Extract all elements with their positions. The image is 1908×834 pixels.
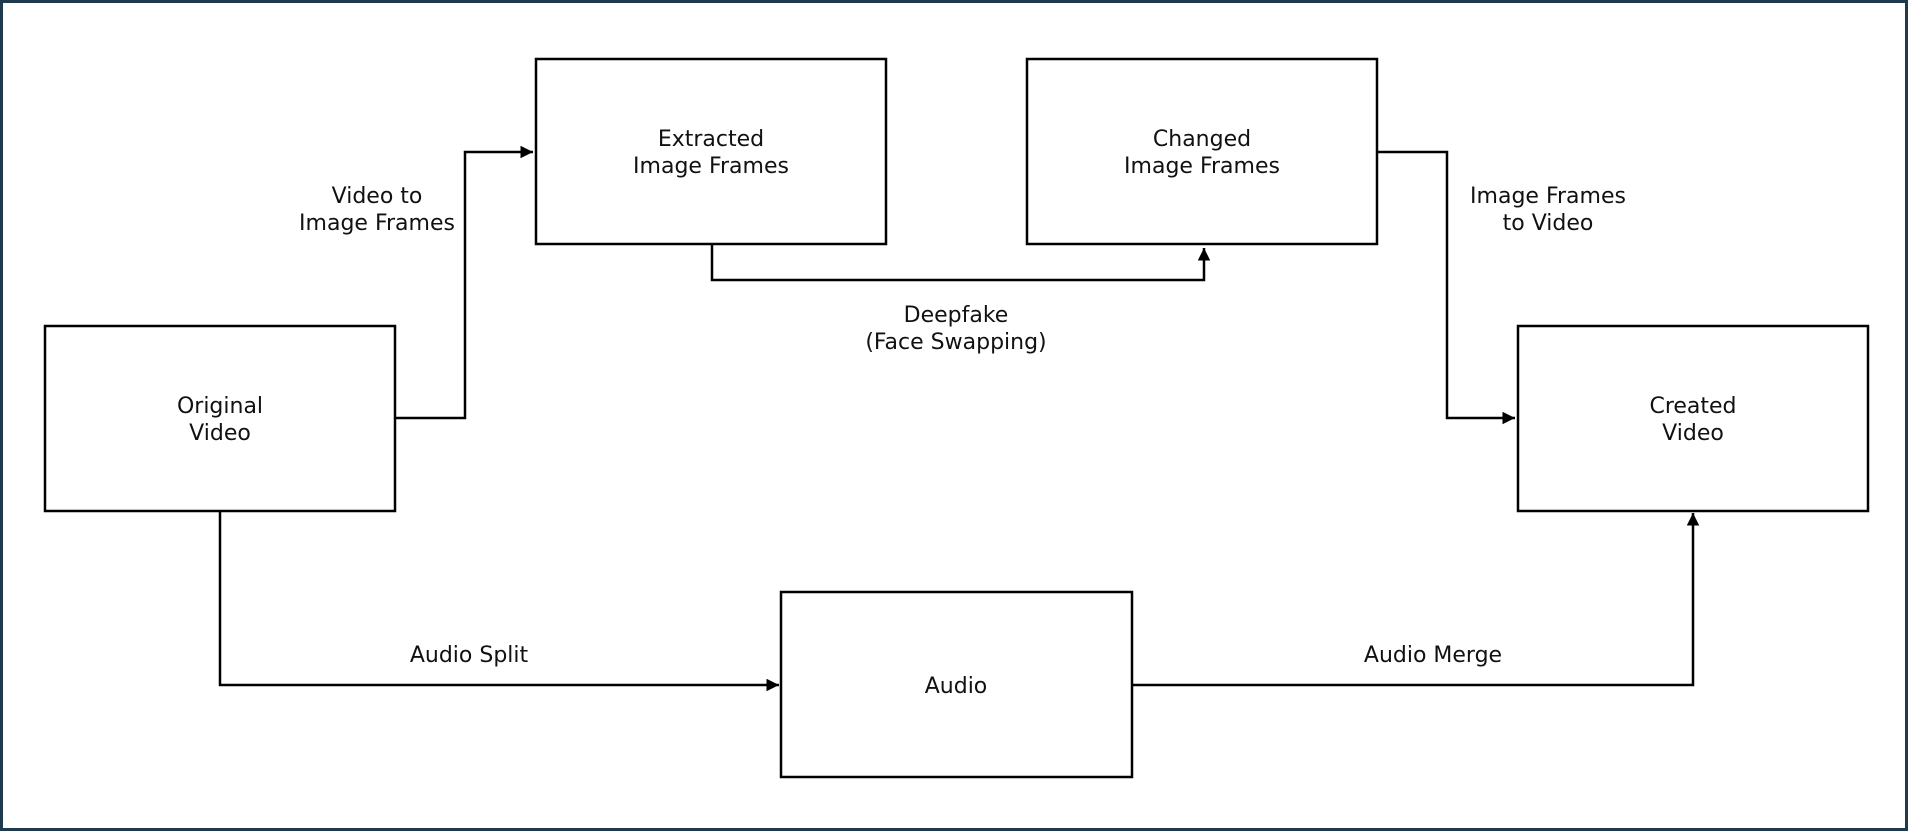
- node-changed-frames: Changed Image Frames: [1025, 57, 1379, 246]
- edge-frames-to-video: [1376, 150, 1515, 425]
- edge-label-deepfake: Deepfake (Face Swapping): [865, 303, 1046, 355]
- node-audio: Audio: [779, 590, 1134, 779]
- edge-audio-split: [218, 511, 779, 692]
- node-label-line: Created: [1649, 394, 1736, 419]
- node-original-video: Original Video: [43, 324, 397, 513]
- edge-label-line: to Video: [1503, 211, 1594, 236]
- edge-label-line: Video to: [332, 184, 423, 209]
- node-label-line: Image Frames: [1124, 154, 1280, 179]
- node-label-line: Video: [189, 421, 251, 446]
- edge-deepfake: [710, 244, 1211, 282]
- edge-video-to-frames: [395, 145, 533, 420]
- node-created-video: Created Video: [1516, 324, 1870, 513]
- edge-label-audio-split: Audio Split: [410, 643, 529, 668]
- edge-label-line: (Face Swapping): [865, 330, 1046, 355]
- node-label-line: Extracted: [658, 127, 764, 152]
- edge-label-video-to-frames: Video to Image Frames: [299, 184, 455, 236]
- edge-label-audio-merge: Audio Merge: [1364, 643, 1502, 668]
- edge-label-line: Audio Split: [410, 643, 529, 668]
- edge-label-line: Image Frames: [1470, 184, 1626, 209]
- node-label-line: Audio: [925, 674, 988, 699]
- edge-label-frames-to-video: Image Frames to Video: [1470, 184, 1626, 236]
- edge-label-line: Image Frames: [299, 211, 455, 236]
- node-label-line: Changed: [1153, 127, 1251, 152]
- flow-diagram: Original Video Extracted Image Frames Ch…: [43, 57, 1870, 779]
- node-label-line: Original: [177, 394, 263, 419]
- edge-label-line: Audio Merge: [1364, 643, 1502, 668]
- edge-label-line: Deepfake: [904, 303, 1009, 328]
- node-label-line: Video: [1662, 421, 1724, 446]
- edge-audio-merge: [1132, 513, 1700, 687]
- node-extracted-frames: Extracted Image Frames: [534, 57, 888, 246]
- node-label-line: Image Frames: [633, 154, 789, 179]
